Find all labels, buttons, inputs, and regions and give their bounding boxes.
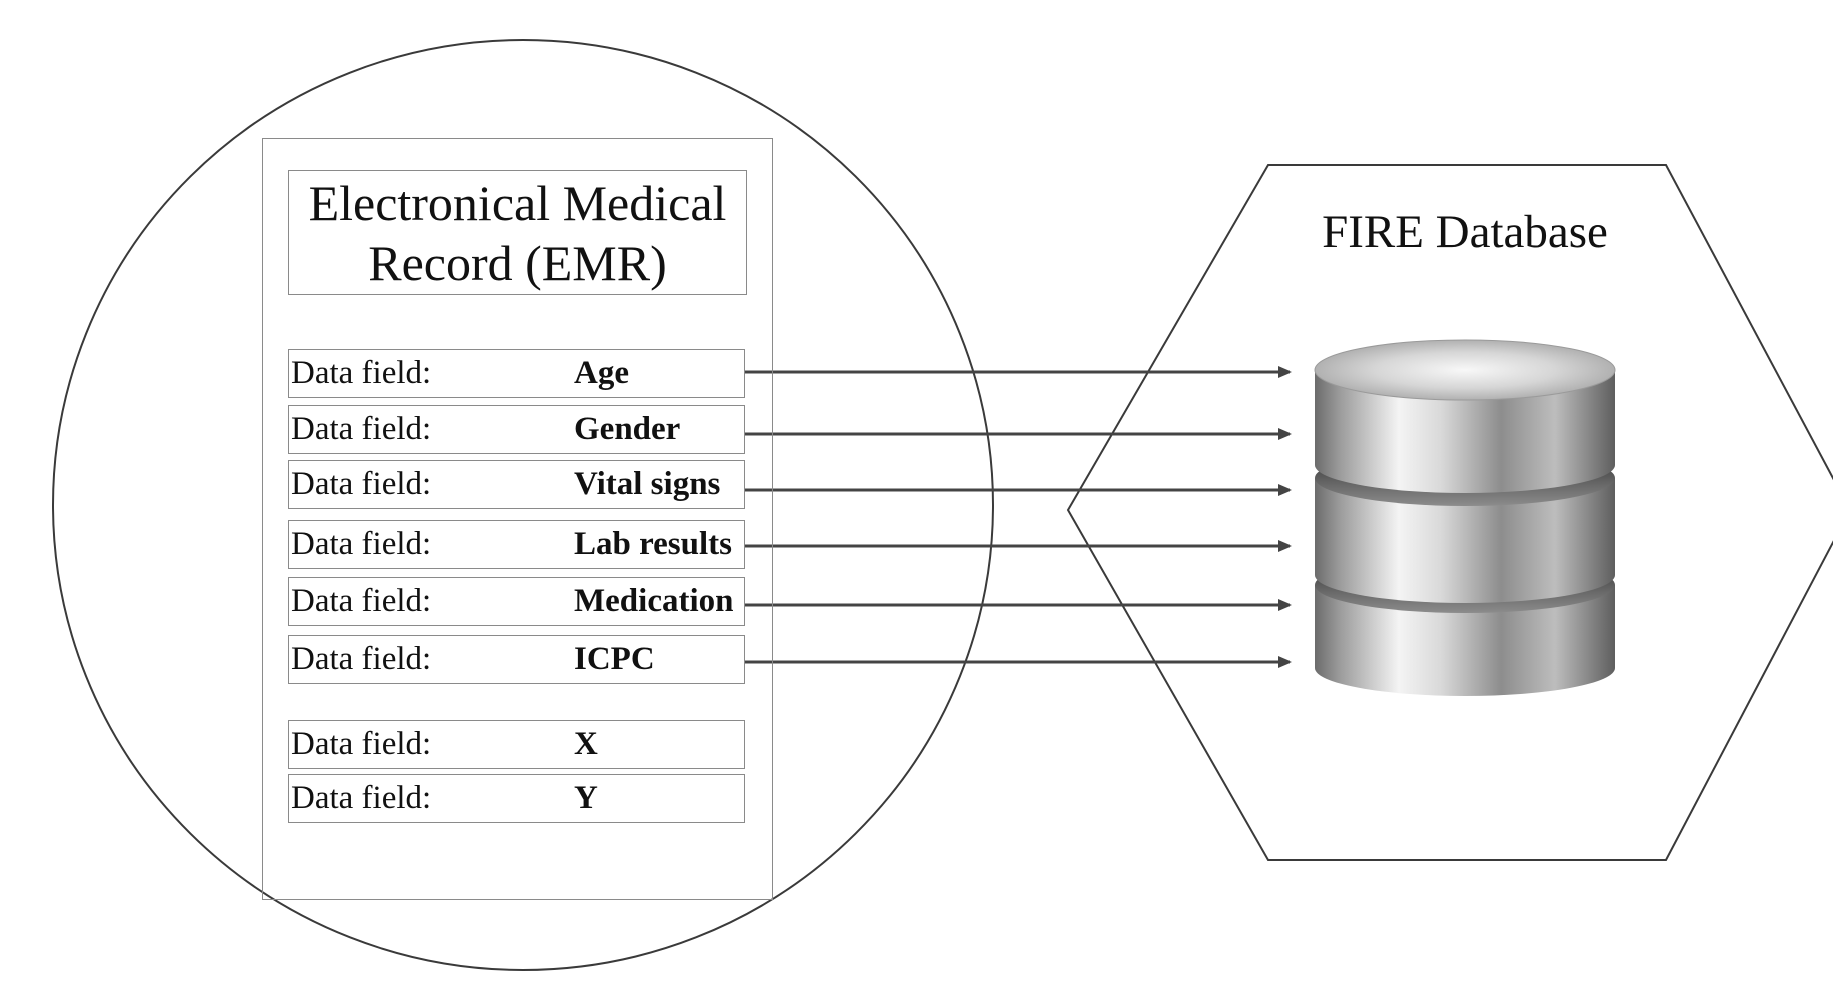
field-value: Vital signs	[574, 466, 721, 502]
field-label: Data field:	[291, 641, 432, 677]
field-value: ICPC	[574, 641, 655, 677]
data-field-age: Data field: Age	[288, 349, 745, 398]
field-value: Age	[574, 355, 629, 391]
field-label: Data field:	[291, 780, 432, 816]
data-field-icpc: Data field: ICPC	[288, 635, 745, 684]
data-field-y: Data field: Y	[288, 774, 745, 823]
data-field-x: Data field: X	[288, 720, 745, 769]
database-title: FIRE Database	[1322, 206, 1608, 258]
field-value: Y	[574, 780, 598, 816]
field-arrows	[745, 366, 1292, 668]
emr-title-line2: Record (EMR)	[368, 234, 667, 291]
field-label: Data field:	[291, 526, 432, 562]
field-value: Lab results	[574, 526, 733, 562]
database-cylinder-icon	[1314, 339, 1616, 696]
emr-circle	[52, 39, 994, 971]
field-value: X	[574, 726, 598, 762]
emr-title-line1: Electronical Medical	[308, 174, 727, 231]
data-field-medication: Data field: Medication	[288, 577, 745, 626]
field-label: Data field:	[291, 466, 432, 502]
database-hexagon	[1066, 164, 1833, 861]
field-label: Data field:	[291, 726, 432, 762]
emr-title-box: Electronical Medical Record (EMR)	[288, 170, 747, 295]
emr-document	[262, 138, 773, 900]
field-value: Medication	[574, 583, 734, 619]
field-value: Gender	[574, 411, 681, 447]
data-field-lab-results: Data field: Lab results	[288, 520, 745, 569]
data-field-vital-signs: Data field: Vital signs	[288, 460, 745, 509]
data-field-gender: Data field: Gender	[288, 405, 745, 454]
field-label: Data field:	[291, 583, 432, 619]
field-label: Data field:	[291, 411, 432, 447]
field-label: Data field:	[291, 355, 432, 391]
